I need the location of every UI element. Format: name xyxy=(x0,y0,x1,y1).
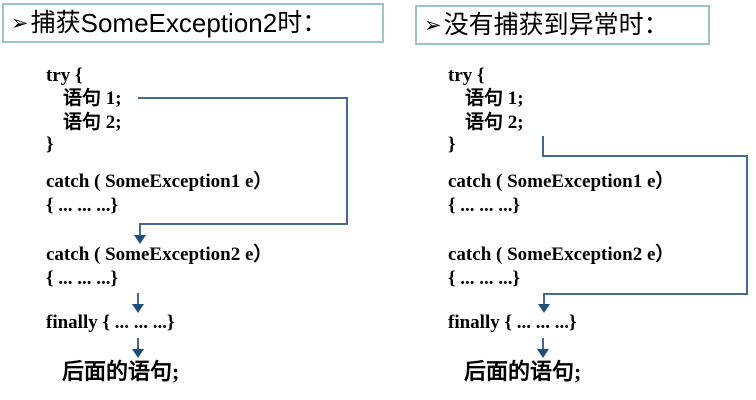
right-code-catch1-body: { ... ... ...} xyxy=(448,195,520,216)
arrow-bullet-icon: ➢ xyxy=(424,12,442,37)
left-title-suffix: 时： xyxy=(277,9,328,37)
left-code-catch2: catch ( SomeException2 e） xyxy=(46,244,273,265)
right-flow-line-right xyxy=(746,155,748,295)
left-code-try-close: } xyxy=(46,134,54,155)
left-arrow-to-finally-head-icon xyxy=(132,304,144,313)
left-title-exception-name: SomeException2 xyxy=(80,8,278,38)
right-flow-line-top xyxy=(542,155,748,157)
right-code-catch2-body: { ... ... ...} xyxy=(448,268,520,289)
left-code-after-statement: 后面的语句; xyxy=(62,359,180,384)
left-code-try-open: try { xyxy=(46,65,83,86)
left-flow-line-right xyxy=(346,97,348,225)
left-code-catch1-body: { ... ... ...} xyxy=(46,195,118,216)
right-code-finally: finally { ... ... ...} xyxy=(448,312,577,333)
left-code-catch1: catch ( SomeException1 e） xyxy=(46,171,273,192)
right-title-text: 没有捕获到异常时： xyxy=(443,11,669,39)
left-code-catch2-body: { ... ... ...} xyxy=(46,268,118,289)
right-flow-line-stub xyxy=(542,136,544,157)
right-panel-title-box: ➢ 没有捕获到异常时： xyxy=(415,5,710,45)
left-flow-line-bottom xyxy=(139,223,348,225)
left-arrow-to-after-stem xyxy=(137,338,139,350)
left-panel-title-box: ➢ 捕获 SomeException2 时： xyxy=(2,3,384,43)
right-arrow-to-after-head-icon xyxy=(537,349,549,358)
arrow-bullet-icon: ➢ xyxy=(11,10,29,35)
left-flow-line-top xyxy=(138,97,348,99)
left-arrow-to-after-head-icon xyxy=(132,349,144,358)
left-flow-arrowhead-icon xyxy=(134,235,146,244)
right-code-stmt2: 语句 2; xyxy=(465,112,524,133)
left-code-finally: finally { ... ... ...} xyxy=(46,312,175,333)
right-flow-arrowhead-icon xyxy=(538,304,550,313)
right-code-stmt1: 语句 1; xyxy=(465,88,524,109)
right-flow-line-bottom xyxy=(543,293,748,295)
right-code-after-statement: 后面的语句; xyxy=(464,359,582,384)
left-flow-arrow-stem xyxy=(139,223,141,236)
left-code-stmt2: 语句 2; xyxy=(63,112,122,133)
left-arrow-to-finally-stem xyxy=(137,293,139,305)
right-flow-arrow-stem xyxy=(543,293,545,305)
right-code-catch1: catch ( SomeException1 e） xyxy=(448,171,675,192)
left-title-prefix: 捕获 xyxy=(30,9,81,37)
right-arrow-to-after-stem xyxy=(542,338,544,350)
right-code-try-open: try { xyxy=(448,65,485,86)
left-code-stmt1: 语句 1; xyxy=(63,88,122,109)
right-code-catch2: catch ( SomeException2 e） xyxy=(448,244,675,265)
right-code-try-close: } xyxy=(448,134,456,155)
